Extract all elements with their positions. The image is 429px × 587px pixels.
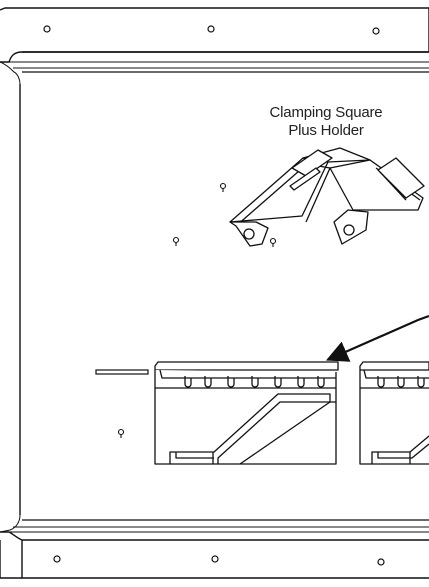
keyhole-b — [172, 236, 180, 246]
keyhole-c — [269, 237, 277, 247]
callout-label-line-1: Clamping Square — [269, 104, 383, 121]
keyhole-a — [219, 182, 227, 192]
callout-label-line-2: Plus Holder — [288, 122, 364, 139]
top-flange — [0, 7, 429, 85]
bottom-hole-left — [53, 555, 61, 563]
bottom-hole-center — [211, 555, 219, 563]
clamping-square-holder — [229, 147, 425, 247]
top-hole-center — [207, 25, 215, 33]
top-hole-left — [43, 25, 51, 33]
rail-bar — [95, 369, 149, 375]
tray-holder-left — [154, 361, 339, 465]
top-hole-right — [372, 27, 380, 35]
bottom-hole-right — [377, 558, 385, 566]
keyhole-d — [117, 428, 125, 438]
top-flange-holes — [43, 25, 380, 35]
callout-label-clamping-square-plus-holder: Clamping Square Plus Holder — [248, 104, 404, 140]
leader-arrow — [325, 314, 429, 362]
bottom-flange-holes — [53, 555, 385, 566]
bottom-flange — [0, 514, 429, 579]
tray-holder-right — [359, 361, 429, 465]
